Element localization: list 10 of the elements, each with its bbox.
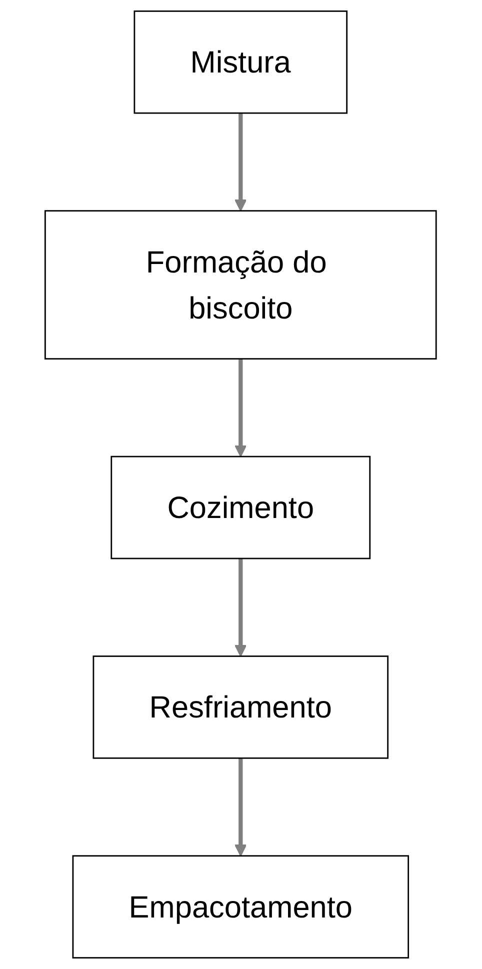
arrow: [234, 113, 248, 212]
arrow: [234, 558, 248, 657]
arrow: [234, 758, 248, 856]
node-box: [72, 855, 410, 958]
node-box: [134, 10, 348, 114]
node-box: [93, 656, 389, 759]
node-box: [111, 456, 371, 560]
arrow: [234, 358, 248, 458]
node-box: [44, 210, 438, 360]
flowchart: Mistura Formação do biscoito Cozimento Resfriamento Empacotamento: [34, 0, 448, 969]
